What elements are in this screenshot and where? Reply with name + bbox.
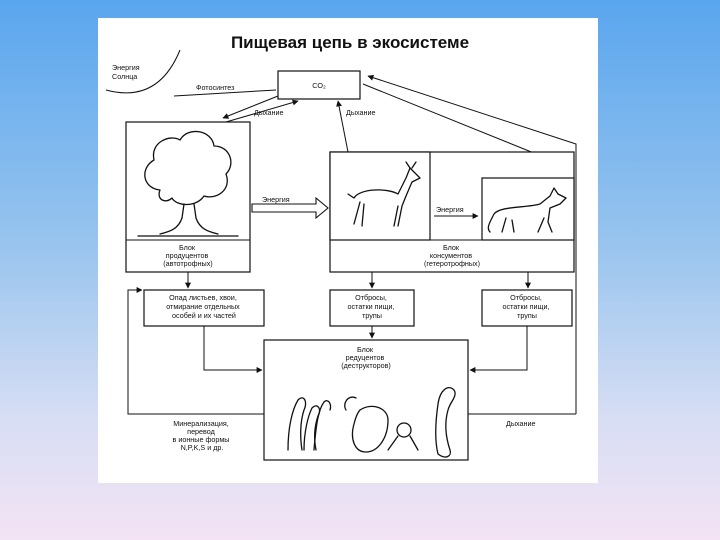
producer-block [125, 121, 251, 273]
wolf-frame [481, 177, 575, 241]
deer-frame [329, 151, 431, 241]
respiration-left-label: Дыхание [254, 108, 284, 117]
producers-label: Блок продуцентов (автотрофных) [163, 243, 212, 268]
photosynthesis-label: Фотосинтез [196, 83, 235, 92]
diagram-title: Пищевая цепь в экосистеме [231, 33, 469, 52]
mineralization-arrow [127, 287, 264, 415]
litter-to-decomposer-arrow [203, 326, 263, 373]
outer-respiration-line [367, 74, 577, 414]
slide-panel: Пищевая цепь в экосистеме Энергия Солнца… [98, 18, 598, 483]
waste-box-1 [329, 289, 415, 327]
sun-icon [105, 49, 181, 94]
photosynthesis-arrow [222, 95, 279, 119]
respiration-mid-label: Дыхание [346, 108, 376, 117]
respiration-right-label: Дыхание [506, 419, 536, 428]
consumers-label: Блок консументов (гетеротрофных) [424, 243, 480, 268]
co2-label: CO₂ [312, 81, 326, 90]
energy-arrow-1 [251, 196, 329, 220]
co2-box [277, 70, 361, 100]
respiration-producer-arrow [225, 99, 299, 123]
mineralization-label: Минерализация, перевод в ионные формы N,… [173, 419, 232, 452]
waste2-to-decomposer-arrow [469, 326, 528, 373]
energy-label-2: Энергия [436, 205, 464, 214]
food-chain-diagram: Пищевая цепь в экосистеме Энергия Солнца… [105, 33, 577, 461]
waste-label-1: Отбросы, остатки пищи, трупы [348, 293, 397, 320]
waste-box-2 [481, 289, 573, 327]
sun-energy-label: Энергия Солнца [112, 63, 142, 81]
energy-label-1: Энергия [262, 195, 290, 204]
sun-to-co2-line [173, 89, 277, 97]
litter-box [143, 289, 265, 327]
waste-label-2: Отбросы, остатки пищи, трупы [503, 293, 552, 320]
respiration-consumer-arrow [336, 100, 349, 153]
deer-icon [347, 161, 421, 227]
tree-icon [137, 130, 239, 237]
litter-label: Опад листьев, хвои, отмирание отдельных … [166, 293, 242, 320]
decomposers-label: Блок редуцентов (деструкторов) [341, 345, 391, 370]
microorganisms-icon [287, 387, 456, 458]
wolf-icon [487, 187, 567, 233]
